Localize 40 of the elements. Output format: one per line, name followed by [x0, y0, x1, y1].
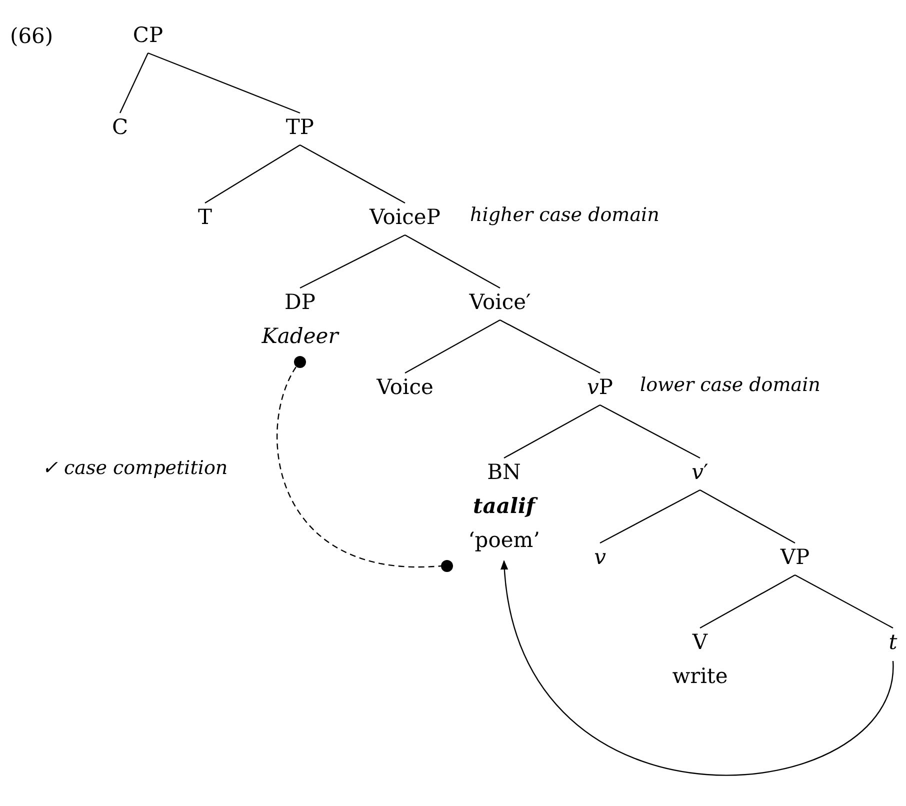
tree-branch	[600, 489, 700, 544]
category-label: C	[112, 110, 128, 144]
category-label: Voice′	[469, 285, 531, 319]
example-number: (66)	[10, 24, 54, 48]
dot-marker	[294, 356, 306, 368]
word-label: Kadeer	[262, 323, 338, 350]
category-label: DP	[284, 289, 316, 316]
tree-branch	[404, 234, 500, 289]
annotation-text: lower case domain	[640, 374, 820, 396]
category-label: vP	[587, 370, 613, 404]
category-label: TP	[286, 110, 314, 144]
tree-branch	[300, 144, 406, 204]
tree-branch	[148, 52, 300, 114]
word-label: taalif	[468, 489, 540, 523]
category-label: T	[198, 200, 212, 234]
category-label: t	[888, 625, 898, 659]
category-label: v	[594, 540, 606, 574]
tree-branch	[700, 574, 796, 629]
category-label: VoiceP	[370, 200, 440, 234]
category-label: Voice	[376, 370, 434, 404]
dashed-curve	[276, 366, 441, 567]
word-label: write	[672, 663, 728, 690]
tree-branch	[119, 52, 149, 114]
tree-branch	[500, 319, 600, 374]
tree-branch	[700, 489, 796, 544]
word-label: ‘poem’	[468, 527, 540, 554]
tree-branch	[504, 404, 600, 459]
category-label: V	[691, 629, 709, 656]
annotation-text: higher case domain	[470, 204, 660, 226]
category-label: v′	[692, 455, 708, 489]
tree-branch	[794, 574, 894, 629]
dot-marker	[441, 560, 453, 572]
tree-branch	[600, 404, 700, 459]
tree-branch	[300, 234, 406, 289]
category-label: VP	[780, 540, 810, 574]
category-label: CP	[132, 18, 164, 52]
tree-branch	[404, 319, 500, 374]
tree-branch	[204, 144, 300, 204]
category-label: BN	[486, 459, 522, 486]
movement-arrow	[502, 560, 894, 776]
